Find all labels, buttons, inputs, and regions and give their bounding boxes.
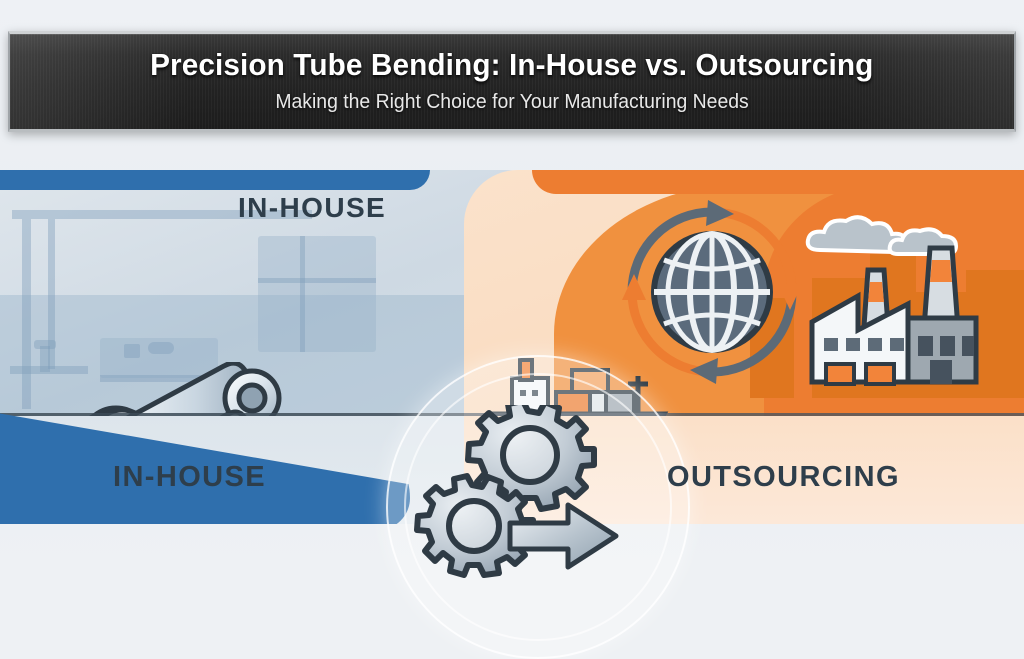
comparison-panels [0,170,1024,659]
window-mullion-silhouette [258,278,376,283]
in-house-accent-bar [0,170,430,190]
machine-column-silhouette [22,219,31,409]
overhead-beam-silhouette [12,210,312,219]
in-house-label-top: IN-HOUSE [238,192,387,223]
machine-part-silhouette [34,340,56,349]
machine-knob-silhouette [148,342,174,354]
page-title: Precision Tube Bending: In-House vs. Out… [150,47,874,83]
machine-block-silhouette [100,338,218,378]
machine-base-silhouette [10,366,88,374]
floor-line [0,413,560,416]
header-banner: Precision Tube Bending: In-House vs. Out… [8,31,1016,132]
outsourcing-label: OUTSOURCING [667,461,900,493]
machine-column-silhouette [48,219,55,369]
cycle-arrow-head [622,274,646,300]
globe-icon [622,200,802,384]
in-house-label-bottom: IN-HOUSE [113,461,266,493]
gear-icon [414,473,536,578]
page-subtitle: Making the Right Choice for Your Manufac… [275,90,749,113]
floor-line [464,413,1024,416]
factory-icon [809,245,979,386]
cycle-arrow-head [690,358,718,384]
center-gears-group [410,398,630,595]
right-arrow-icon [507,502,619,570]
cycle-arrow-head [706,200,734,226]
machine-shelf-silhouette [100,375,248,382]
cycle-arrow-head [778,284,802,310]
window-silhouette [258,236,376,352]
outsourcing-accent-bar [532,170,1024,194]
machine-knob-silhouette [124,344,140,358]
machine-part-silhouette [40,346,50,372]
window-mullion-silhouette [300,236,305,352]
